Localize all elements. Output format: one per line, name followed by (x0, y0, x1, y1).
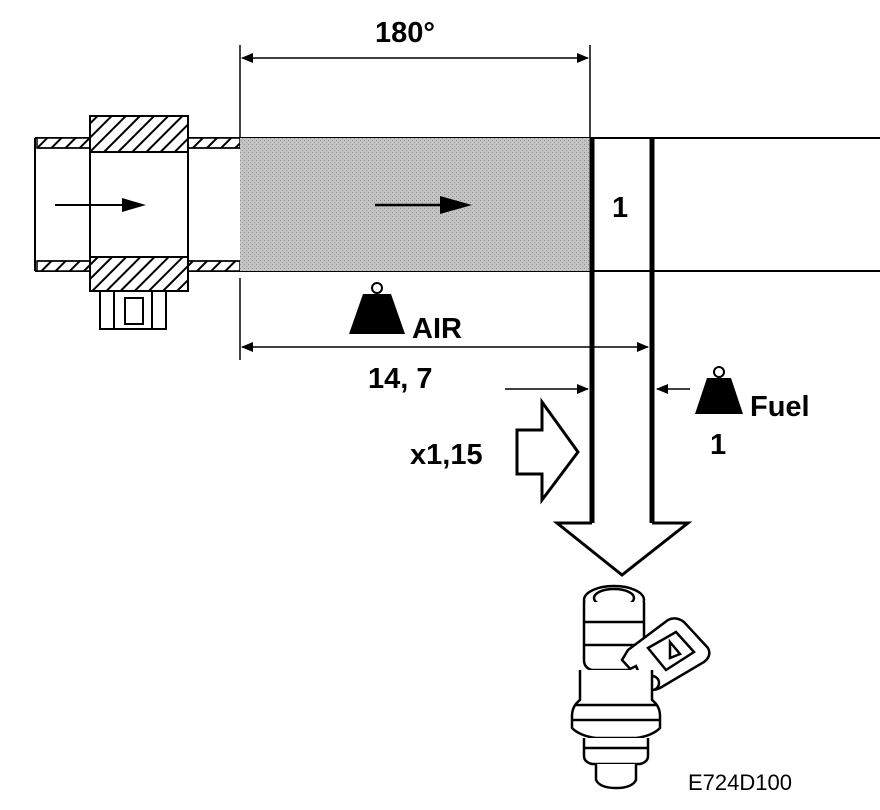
flow-arrow-icon (375, 196, 472, 214)
angle-label: 180° (375, 17, 435, 49)
figure-code: E724D100 (688, 770, 792, 795)
weight-icon-air (349, 282, 405, 334)
fuel-section-lines (589, 138, 655, 525)
weight-icon-fuel (695, 366, 743, 414)
correction-factor-label: x1,15 (410, 439, 483, 471)
angle-dimension (239, 45, 591, 138)
section-number: 1 (612, 192, 628, 224)
air-ratio-label: 14, 7 (368, 363, 433, 395)
fuel-ratio-label: 1 (710, 429, 726, 461)
down-arrow-icon (552, 521, 693, 577)
fuel-label: Fuel (750, 391, 810, 423)
air-ratio-dimension (239, 278, 649, 360)
air-label: AIR (412, 313, 462, 345)
correction-arrow-icon (515, 397, 580, 505)
air-mass-sensor (89, 115, 189, 292)
sensor-connector-icon (99, 290, 167, 330)
inflow-arrow-icon (55, 198, 146, 212)
injector-icon (570, 584, 711, 790)
